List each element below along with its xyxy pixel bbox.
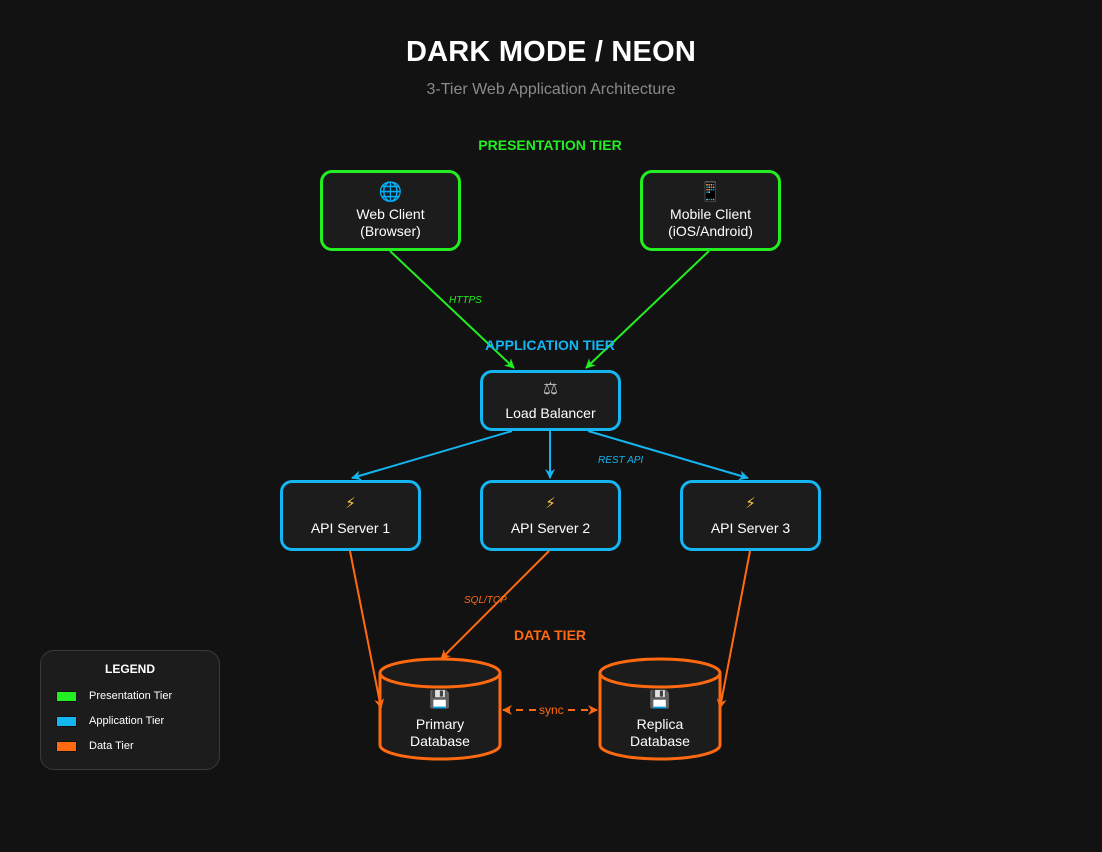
legend-item-presentation: Presentation Tier [56, 690, 172, 702]
legend-swatch-data [56, 740, 77, 752]
legend-item-application: Application Tier [56, 715, 164, 727]
lightning-icon: ⚡ [745, 495, 756, 512]
sql-tcp-edge-label: SQL/TCP [464, 595, 507, 606]
replica-database-label: Replica Database [630, 716, 690, 749]
edge-mobile-to-lb [585, 250, 710, 369]
mobile-client-label: Mobile Client (iOS/Android) [668, 205, 753, 239]
edge-api3-to-replica [716, 550, 751, 709]
api-server-3-node[interactable]: ⚡ API Server 3 [680, 480, 821, 551]
floppy-disk-icon: 💾 [649, 690, 671, 709]
sync-edge-label: sync [538, 703, 565, 717]
legend-title: LEGEND [104, 662, 155, 676]
legend-label: Application Tier [89, 715, 165, 727]
legend: LEGEND Presentation Tier Application Tie… [40, 650, 220, 770]
mobile-phone-icon: 📱 [698, 181, 723, 203]
api-server-2-node[interactable]: ⚡ API Server 2 [480, 480, 621, 551]
database-cylinder-shape [598, 657, 722, 761]
api-server-3-label: API Server 3 [710, 520, 791, 536]
rest-api-edge-label: REST API [598, 455, 644, 466]
diagram-subtitle: 3-Tier Web Application Architecture [426, 81, 676, 98]
api-server-1-node[interactable]: ⚡ API Server 1 [280, 480, 421, 551]
globe-icon: 🌐 [378, 181, 403, 203]
api-server-2-label: API Server 2 [510, 520, 591, 536]
data-tier-label: DATA TIER [513, 627, 587, 643]
legend-swatch-presentation [56, 690, 77, 702]
edge-lb-to-api1 [351, 430, 513, 481]
load-balancer-node[interactable]: ⚖ Load Balancer [480, 370, 621, 431]
database-cylinder-shape [378, 657, 502, 761]
lightning-icon: ⚡ [545, 495, 556, 512]
legend-swatch-application [56, 715, 77, 727]
presentation-tier-label: PRESENTATION TIER [478, 137, 622, 153]
legend-label: Data Tier [89, 740, 134, 752]
replica-database-node[interactable]: 💾 Replica Database [598, 657, 722, 761]
lightning-icon: ⚡ [345, 495, 356, 512]
api-server-1-label: API Server 1 [310, 520, 391, 536]
https-edge-label: HTTPS [449, 295, 482, 306]
edge-web-to-lb [389, 250, 515, 369]
diagram-title: DARK MODE / NEON [406, 36, 696, 68]
legend-label: Presentation Tier [89, 690, 173, 702]
edge-lb-to-api3 [587, 430, 749, 481]
floppy-disk-icon: 💾 [429, 690, 451, 709]
edge-api1-to-primary [349, 550, 385, 709]
application-tier-label: APPLICATION TIER [485, 337, 615, 353]
web-client-label: Web Client (Browser) [356, 205, 425, 239]
edge-api2-to-primary [440, 550, 550, 660]
primary-database-node[interactable]: 💾 Primary Database [378, 657, 502, 761]
load-balancer-label: Load Balancer [505, 405, 596, 421]
legend-item-data: Data Tier [56, 740, 134, 752]
balance-scale-icon: ⚖ [542, 379, 559, 398]
web-client-node[interactable]: 🌐 Web Client (Browser) [320, 170, 461, 251]
mobile-client-node[interactable]: 📱 Mobile Client (iOS/Android) [640, 170, 781, 251]
primary-database-label: Primary Database [410, 716, 470, 749]
